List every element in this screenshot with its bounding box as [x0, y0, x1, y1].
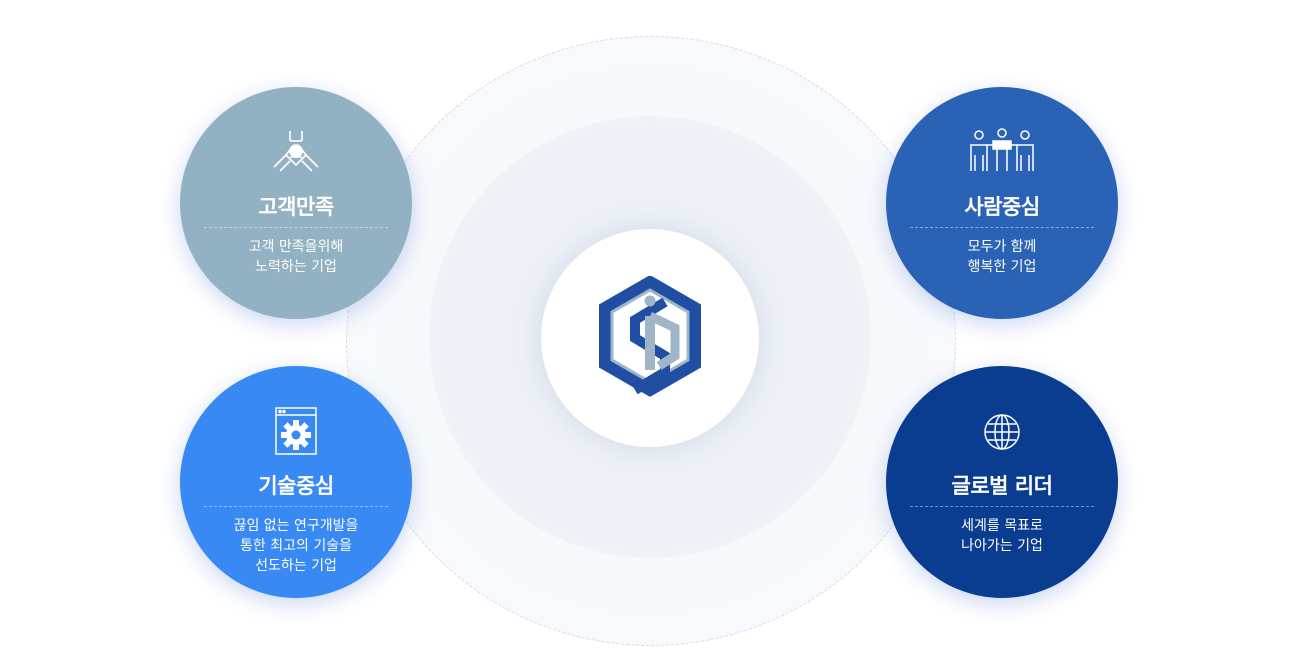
handshake-icon: [273, 131, 319, 172]
value-title: 기술중심: [258, 474, 334, 498]
description-line: 세계를 목표로: [961, 518, 1043, 534]
value-tech: 기술중심 끊임 없는 연구개발을 통한 최고의 기술을 선도하는 기업: [180, 366, 412, 598]
description-line: 노력하는 기업: [255, 259, 337, 275]
value-title: 고객만족: [258, 195, 334, 219]
description-line: 선도하는 기업: [255, 558, 337, 574]
value-description: 모두가 함께 행복한 기업: [896, 237, 1108, 277]
description-line: 고객 만족을위해: [248, 239, 344, 255]
value-description: 고객 만족을위해 노력하는 기업: [190, 237, 402, 277]
value-global: 글로벌 리더 세계를 목표로 나아가는 기업: [886, 366, 1118, 598]
people-group-icon: [970, 128, 1034, 171]
value-title: 사람중심: [964, 195, 1040, 219]
divider: [204, 227, 388, 228]
value-title: 글로벌 리더: [951, 474, 1053, 498]
center-circle: [541, 229, 759, 447]
gear-window-icon: [275, 407, 317, 455]
divider: [910, 227, 1094, 228]
description-line: 끊임 없는 연구개발을: [233, 518, 359, 534]
description-line: 나아가는 기업: [961, 538, 1043, 554]
value-people: 사람중심 모두가 함께 행복한 기업: [886, 87, 1118, 319]
value-description: 세계를 목표로 나아가는 기업: [896, 516, 1108, 556]
value-customer: 고객만족 고객 만족을위해 노력하는 기업: [180, 87, 412, 319]
value-description: 끊임 없는 연구개발을 통한 최고의 기술을 선도하는 기업: [190, 516, 402, 576]
globe-icon: [984, 414, 1020, 450]
description-line: 통한 최고의 기술을: [240, 538, 352, 554]
divider: [204, 506, 388, 507]
company-hexagon-logo-icon: [599, 276, 701, 397]
description-line: 행복한 기업: [967, 259, 1037, 275]
description-line: 모두가 함께: [967, 239, 1037, 255]
divider: [910, 506, 1094, 507]
